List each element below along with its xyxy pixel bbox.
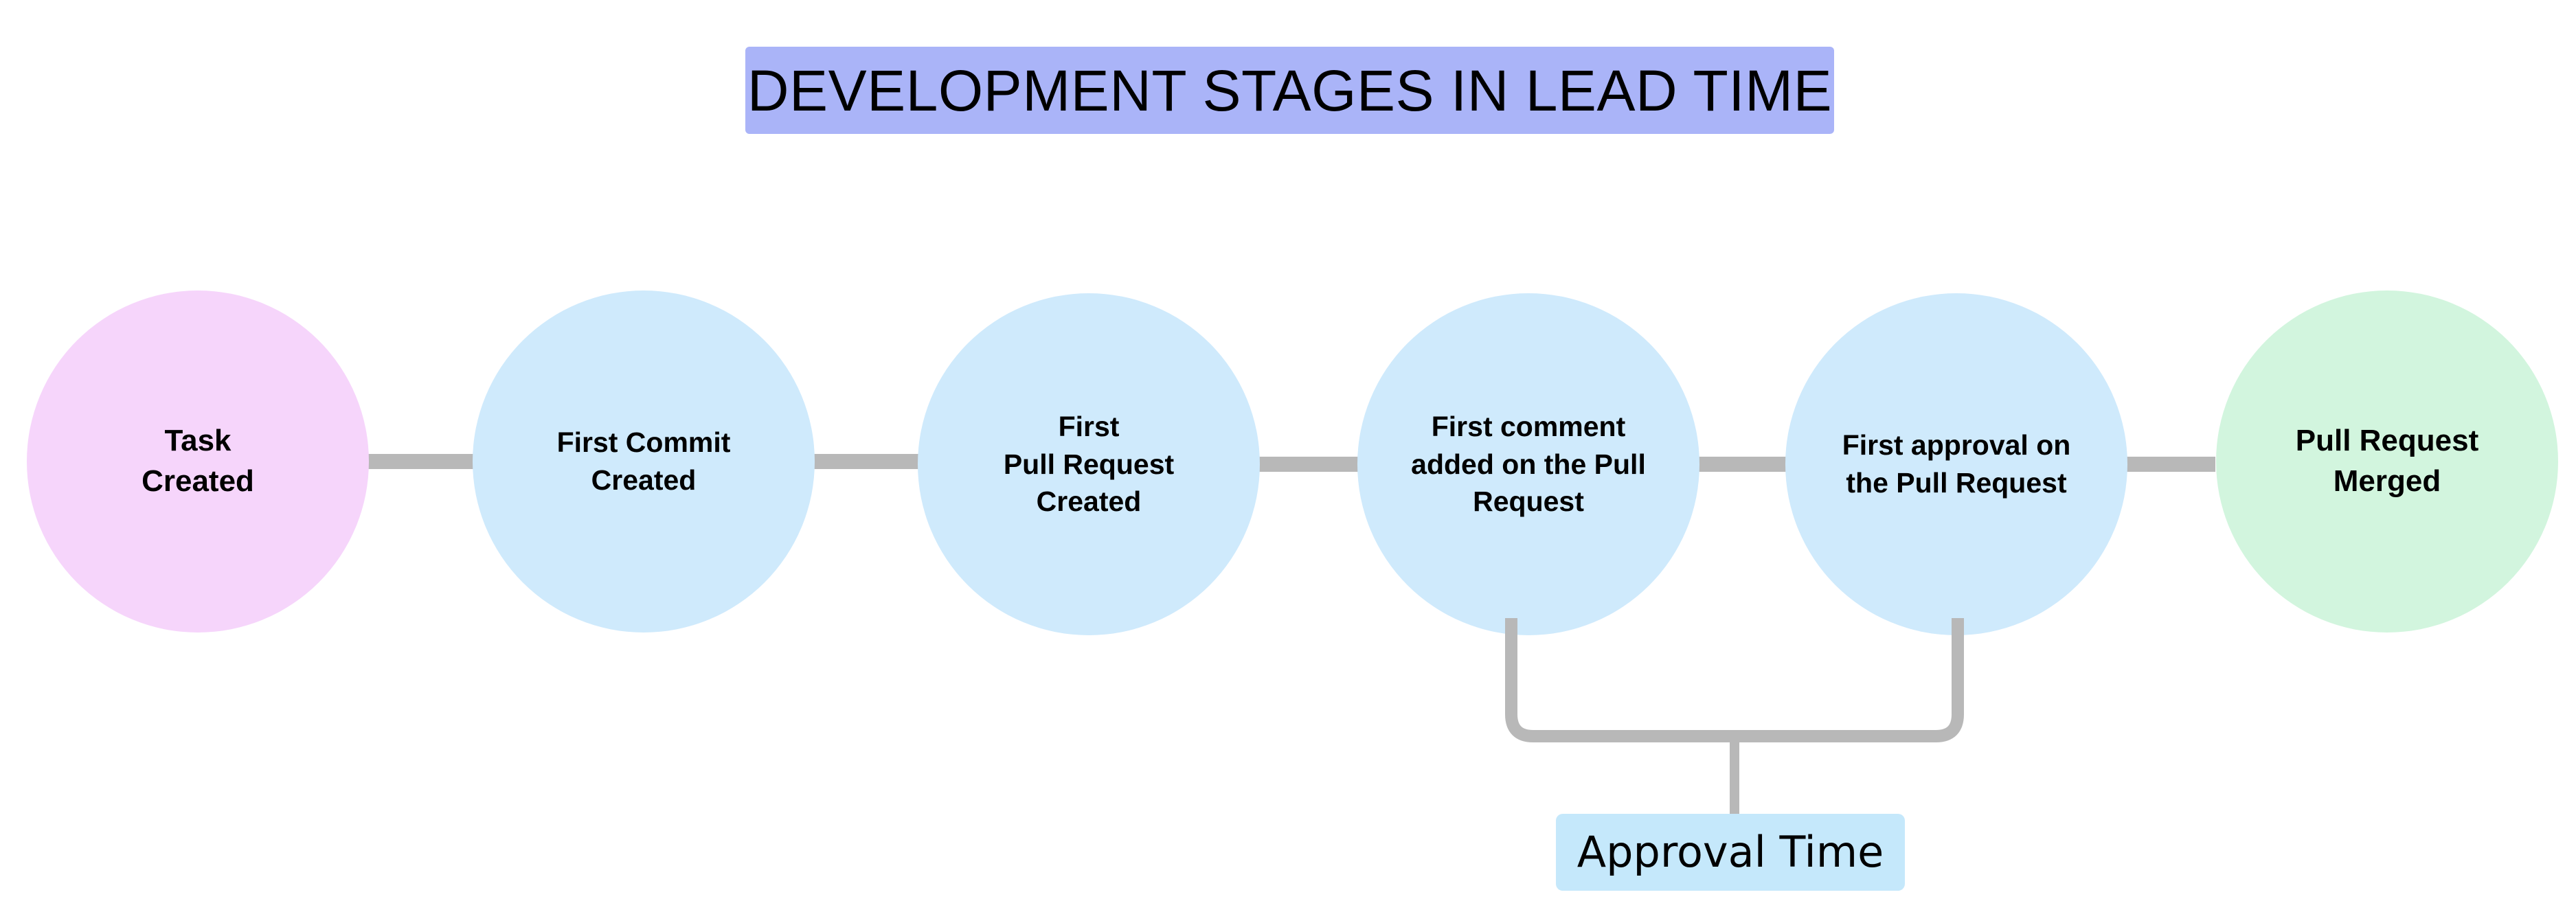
connector-pr-to-comment <box>1254 457 1361 472</box>
stage-label-first-approval: First approval on the Pull Request <box>1842 429 2071 499</box>
stage-label-first-pull-request-created: First Pull Request Created <box>1003 411 1175 518</box>
approval-time-badge[interactable]: Approval Time <box>1556 814 1905 891</box>
connector-comment-to-approval <box>1694 457 1790 472</box>
connector-commit-to-pr <box>809 454 919 469</box>
stage-label-first-comment-added: First comment added on the Pull Request <box>1411 411 1646 518</box>
stage-node-first-commit-created[interactable]: First Commit Created <box>473 290 815 633</box>
stage-node-first-pull-request-created[interactable]: First Pull Request Created <box>918 293 1260 635</box>
page-title: DEVELOPMENT STAGES IN LEAD TIME <box>747 58 1833 123</box>
stage-node-first-comment-added[interactable]: First comment added on the Pull Request <box>1357 293 1699 635</box>
stage-label-first-commit-created: First Commit Created <box>556 426 731 496</box>
connector-approval-to-merged <box>2123 457 2215 472</box>
stage-node-task-created[interactable]: Task Created <box>27 290 369 633</box>
approval-time-label: Approval Time <box>1577 827 1884 877</box>
stage-node-pull-request-merged[interactable]: Pull Request Merged <box>2216 290 2558 633</box>
approval-time-bracket <box>1505 618 1964 817</box>
stage-label-pull-request-merged: Pull Request Merged <box>2295 424 2479 498</box>
connector-task-to-commit <box>363 454 476 469</box>
stage-label-task-created: Task Created <box>142 424 254 498</box>
stage-node-first-approval[interactable]: First approval on the Pull Request <box>1785 293 2127 635</box>
diagram-title-banner: DEVELOPMENT STAGES IN LEAD TIME <box>745 47 1834 134</box>
